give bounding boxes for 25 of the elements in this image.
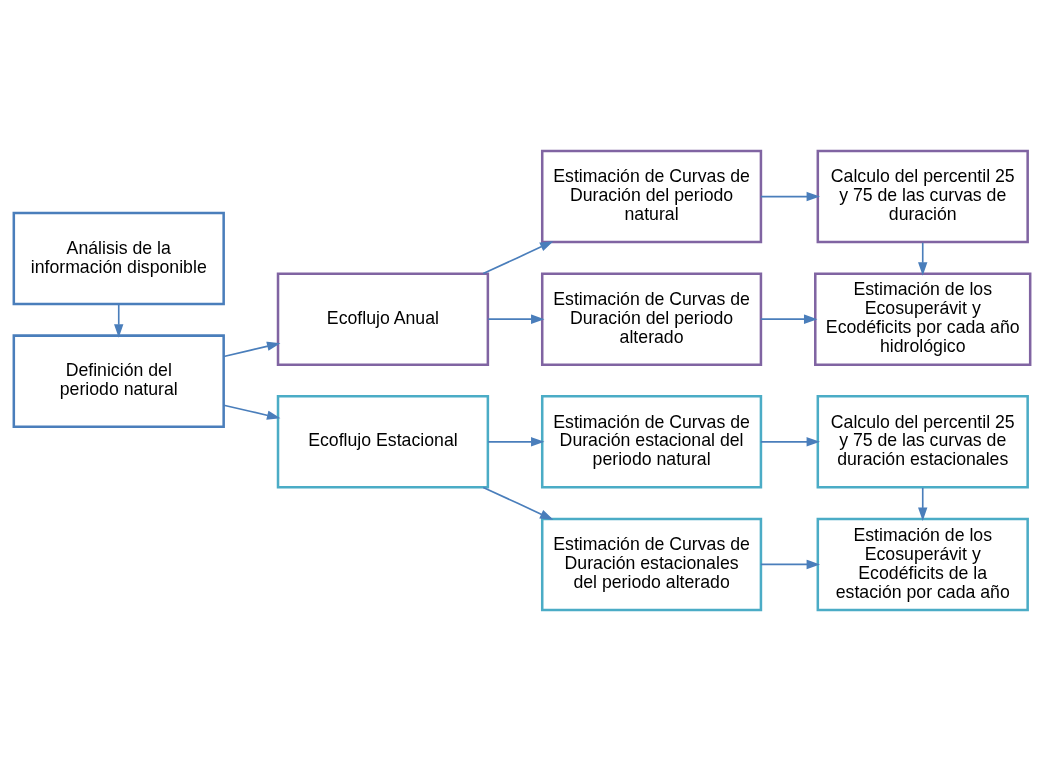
arrow xyxy=(223,341,281,357)
arrow xyxy=(760,314,818,324)
node-box: Calculo del percentil 25 y 75 de las curvas de duración estacionales xyxy=(816,394,1029,489)
node-box: Estimación de Curvas de Duración del periodo alterado xyxy=(540,271,763,366)
node-box: Análisis de la información disponible xyxy=(12,211,225,305)
node-box: Estimación de Curvas de Duración estacional del periodo natural xyxy=(540,394,763,489)
arrow xyxy=(760,436,820,446)
arrow xyxy=(760,559,820,569)
arrow xyxy=(223,403,281,420)
node-box: Ecoflujo Anual xyxy=(276,271,490,366)
node-box: Ecoflujo Estacional xyxy=(276,394,490,489)
arrow xyxy=(482,240,554,274)
node-box: Estimación de los Ecosuperávit y Ecodéficits de la estación por cada año xyxy=(816,517,1029,611)
arrow xyxy=(918,241,928,276)
node-box: Estimación de Curvas de Duración estacionales del periodo alterado xyxy=(540,517,763,611)
node-box: Estimación de Curvas de Duración del periodo natural xyxy=(540,149,763,243)
arrow xyxy=(114,303,124,338)
arrow xyxy=(482,486,554,520)
arrow xyxy=(487,314,545,324)
arrow xyxy=(487,436,545,446)
node-box: Estimación de los Ecosuperávit y Ecodéficits por cada año hidrológico xyxy=(814,271,1032,366)
arrow xyxy=(918,486,928,521)
node-box: Definición del periodo natural xyxy=(12,333,225,428)
arrow xyxy=(760,191,820,201)
node-box: Calculo del percentil 25 y 75 de las curvas de duración xyxy=(816,149,1029,243)
